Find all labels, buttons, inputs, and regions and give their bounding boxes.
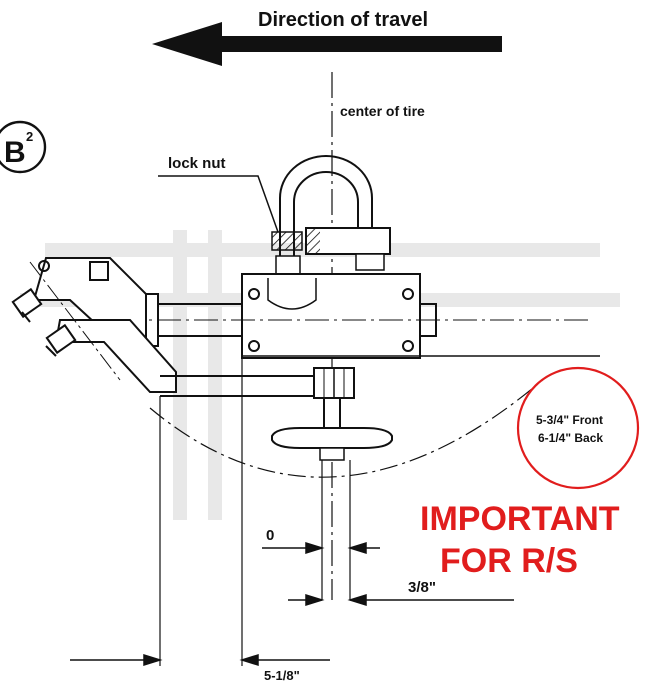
direction-arrow <box>152 22 502 66</box>
mounting-block <box>241 273 421 359</box>
clamp-foot <box>355 253 385 271</box>
dimension-zero-label: 0 <box>266 527 274 544</box>
important-line1: IMPORTANT <box>420 500 620 538</box>
dimension-three-eighths-label: 3/8" <box>408 579 436 596</box>
clamp-hatch <box>306 228 320 254</box>
callout-front: 5-3/4" Front <box>536 413 603 427</box>
callout-back: 6-1/4" Back <box>538 431 603 445</box>
block-screw-br <box>402 340 414 352</box>
u-bolt <box>279 155 373 266</box>
arm-axis-line <box>29 261 121 381</box>
badge-letter: B <box>4 136 26 169</box>
tire-arc <box>149 377 546 478</box>
left-mechanism <box>11 257 177 393</box>
badge-superscript: 2 <box>26 129 33 144</box>
center-of-tire-label: center of tire <box>340 103 425 119</box>
block-screw-bl <box>248 340 260 352</box>
dimension-five-one-eighth-label: 5-1/8" <box>264 668 300 683</box>
b2-badge: B 2 <box>0 120 47 174</box>
extension-lines <box>159 358 351 666</box>
callout-circle <box>516 366 640 490</box>
dimension-zero <box>262 541 380 555</box>
dimension-five-one-eighth <box>70 653 330 667</box>
foot-disc <box>271 427 393 449</box>
lock-nut-leader <box>158 175 279 233</box>
dimension-three-eighths <box>288 593 514 607</box>
foot-nut <box>319 447 345 461</box>
lock-nut-label: lock nut <box>168 155 226 172</box>
block-screw-tl <box>248 288 260 300</box>
direction-label: Direction of travel <box>258 9 428 31</box>
vertical-stem <box>323 397 341 429</box>
important-line2: FOR R/S <box>440 542 578 580</box>
block-screw-tr <box>402 288 414 300</box>
lower-bar <box>160 375 314 397</box>
block-slot <box>267 278 317 310</box>
bolt-nut-top <box>271 231 303 251</box>
